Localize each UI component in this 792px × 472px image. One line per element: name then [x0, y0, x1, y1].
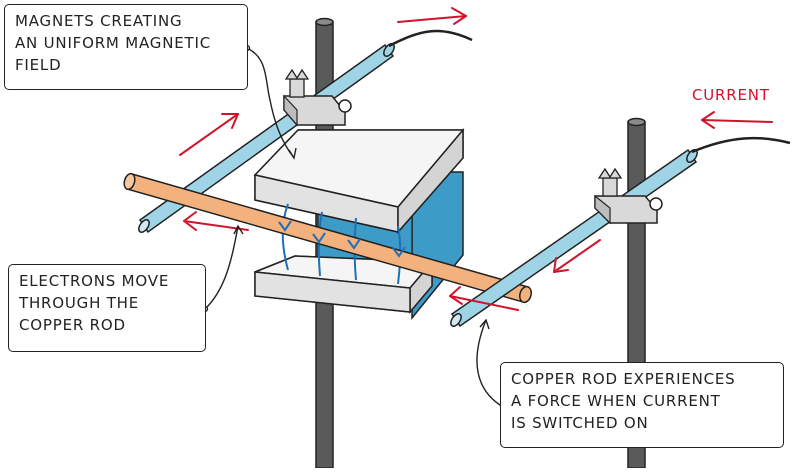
force-callout-line-2: A FORCE WHEN CURRENT	[511, 392, 721, 410]
left-clamp	[283, 68, 352, 127]
force-callout-line-1: COPPER ROD EXPERIENCES	[511, 370, 736, 388]
field-line-arrows	[278, 220, 406, 258]
electrons-callout-line-1: ELECTRONS MOVE	[19, 272, 170, 290]
arrow-back-rail	[179, 113, 239, 156]
electrons-callout: ELECTRONS MOVE THROUGH THE COPPER ROD	[8, 264, 206, 352]
magnets-callout: MAGNETS CREATING AN UNIFORM MAGNETIC FIE…	[4, 4, 248, 90]
front-rail	[450, 136, 791, 328]
right-clamp	[594, 167, 663, 225]
arrow-rod-right	[449, 286, 519, 311]
arrow-front-rail	[553, 239, 601, 273]
electrons-callout-line-2: THROUGH THE	[19, 294, 140, 312]
current-label: CURRENT	[692, 86, 770, 104]
magnets-callout-line-1: MAGNETS CREATING	[15, 12, 183, 30]
arrow-top-right	[397, 7, 467, 25]
force-callout: COPPER ROD EXPERIENCES A FORCE WHEN CURR…	[500, 362, 784, 448]
copper-rod	[123, 172, 532, 304]
electrons-callout-line-3: COPPER ROD	[19, 316, 126, 334]
magnets-callout-line-2: AN UNIFORM MAGNETIC	[15, 34, 211, 52]
magnets-callout-line-3: FIELD	[15, 56, 62, 74]
force-callout-line-3: IS SWITCHED ON	[511, 414, 649, 432]
arrow-current-in	[701, 111, 773, 129]
top-magnet	[253, 127, 465, 234]
